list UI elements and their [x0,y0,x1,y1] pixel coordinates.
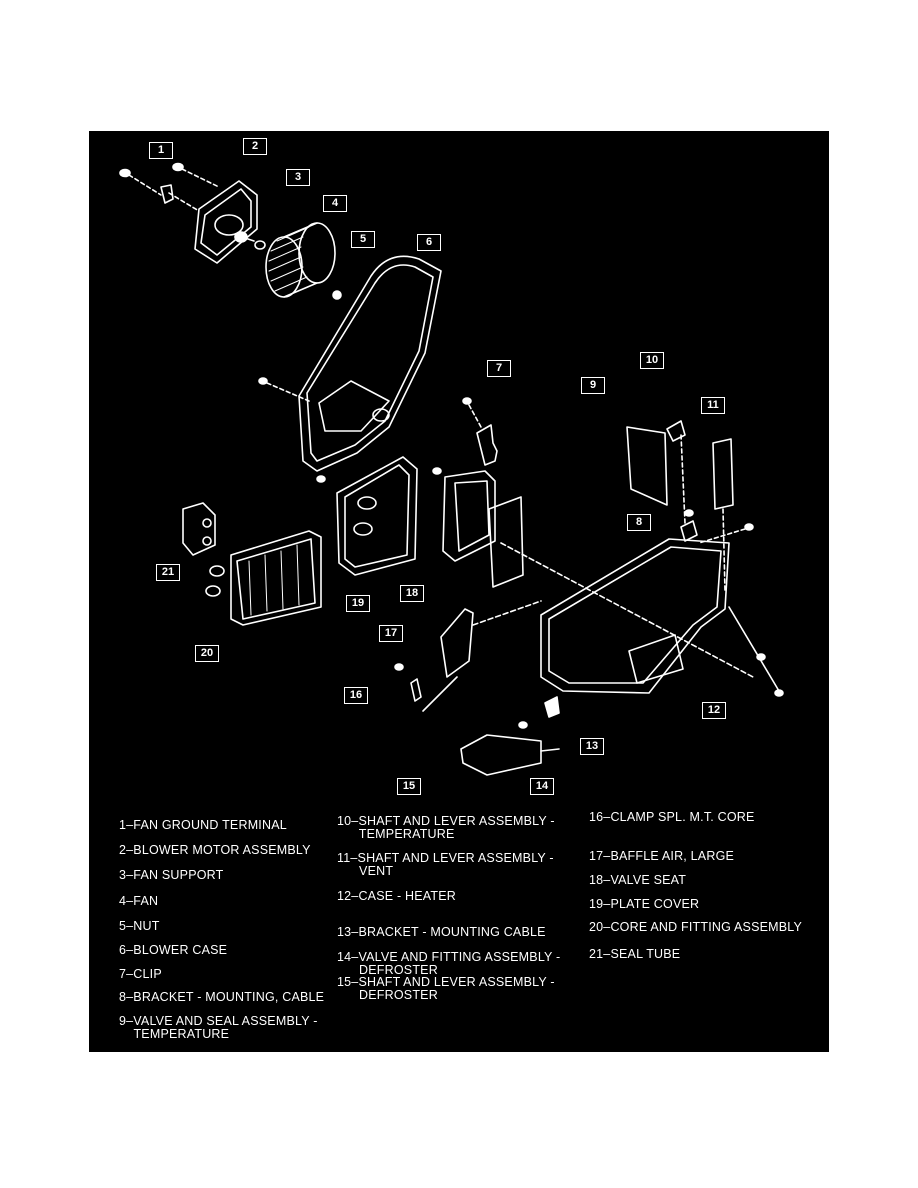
seal-tube-part [182,502,216,556]
legend-item-21: 21–SEAL TUBE [589,947,681,961]
callout-7: 7 [487,360,511,377]
callout-5: 5 [351,231,375,248]
callout-17: 17 [379,625,403,642]
callout-14: 14 [530,778,554,795]
screw-icon [172,162,220,188]
legend-item-20: 20–CORE AND FITTING ASSEMBLY [589,920,803,934]
callout-20: 20 [195,645,219,662]
callout-3: 3 [286,169,310,186]
callout-10: 10 [640,352,664,369]
legend-item-7: 7–CLIP [119,967,162,981]
valve-seat-part [432,467,524,588]
screw-icon [258,377,310,402]
callout-9: 9 [581,377,605,394]
exploded-view-drawing [119,162,784,776]
callout-8: 8 [627,514,651,531]
plate-cover-part [316,456,418,576]
baffle-air-part [440,600,542,678]
legend-item-14: 14–VALVE AND FITTING ASSEMBLY - DEFROSTE… [337,950,561,977]
legend-item-17: 17–BAFFLE AIR, LARGE [589,849,735,863]
screw-icon [119,168,162,196]
blower-case-part [298,255,442,472]
callout-11: 11 [701,397,725,414]
temperature-valve-part [626,426,668,506]
callout-19: 19 [346,595,370,612]
fan-support-part [254,240,266,250]
legend-item-4: 4–FAN [119,894,159,908]
legend-item-18: 18–VALVE SEAT [589,873,687,887]
legend-item-6: 6–BLOWER CASE [119,943,228,957]
vent-shaft-part [712,438,734,592]
heater-case-part [500,538,784,697]
fan-ground-terminal-part [160,184,200,212]
legend-item-9: 9–VALVE AND SEAL ASSEMBLY - TEMPERATURE [119,1014,318,1041]
cable-bracket-part [680,509,754,544]
legend-item-8: 8–BRACKET - MOUNTING, CABLE [119,990,325,1004]
callout-15: 15 [397,778,421,795]
temperature-shaft-part [666,420,686,524]
cable-bracket-lower-part [518,696,560,729]
heater-core-part [205,530,322,626]
callout-21: 21 [156,564,180,581]
legend-item-3: 3–FAN SUPPORT [119,868,224,882]
diagram-panel: 1 2 3 4 5 6 7 8 9 10 11 12 13 14 15 16 1… [89,131,829,1052]
clip-part [462,397,498,466]
callout-12: 12 [702,702,726,719]
clamp-part [394,663,458,712]
callout-2: 2 [243,138,267,155]
legend-item-1: 1–FAN GROUND TERMINAL [119,818,287,832]
legend-item-12: 12–CASE - HEATER [337,889,456,903]
nut-part [332,290,342,300]
defroster-valve-part [460,734,560,776]
fan-wheel-part [265,222,336,298]
legend-item-11: 11–SHAFT AND LEVER ASSEMBLY - VENT [337,851,554,878]
legend-item-5: 5–NUT [119,919,160,933]
callout-1: 1 [149,142,173,159]
legend-item-15: 15–SHAFT AND LEVER ASSEMBLY - DEFROSTER [337,975,555,1002]
callout-4: 4 [323,195,347,212]
callout-13: 13 [580,738,604,755]
legend-item-10: 10–SHAFT AND LEVER ASSEMBLY - TEMPERATUR… [337,814,555,841]
legend-item-13: 13–BRACKET - MOUNTING CABLE [337,925,546,939]
callout-18: 18 [400,585,424,602]
legend-item-19: 19–PLATE COVER [589,897,700,911]
legend-item-16: 16–CLAMP SPL. M.T. CORE [589,810,755,824]
blower-motor-part [194,180,258,264]
callout-16: 16 [344,687,368,704]
legend-item-2: 2–BLOWER MOTOR ASSEMBLY [119,843,311,857]
callout-6: 6 [417,234,441,251]
